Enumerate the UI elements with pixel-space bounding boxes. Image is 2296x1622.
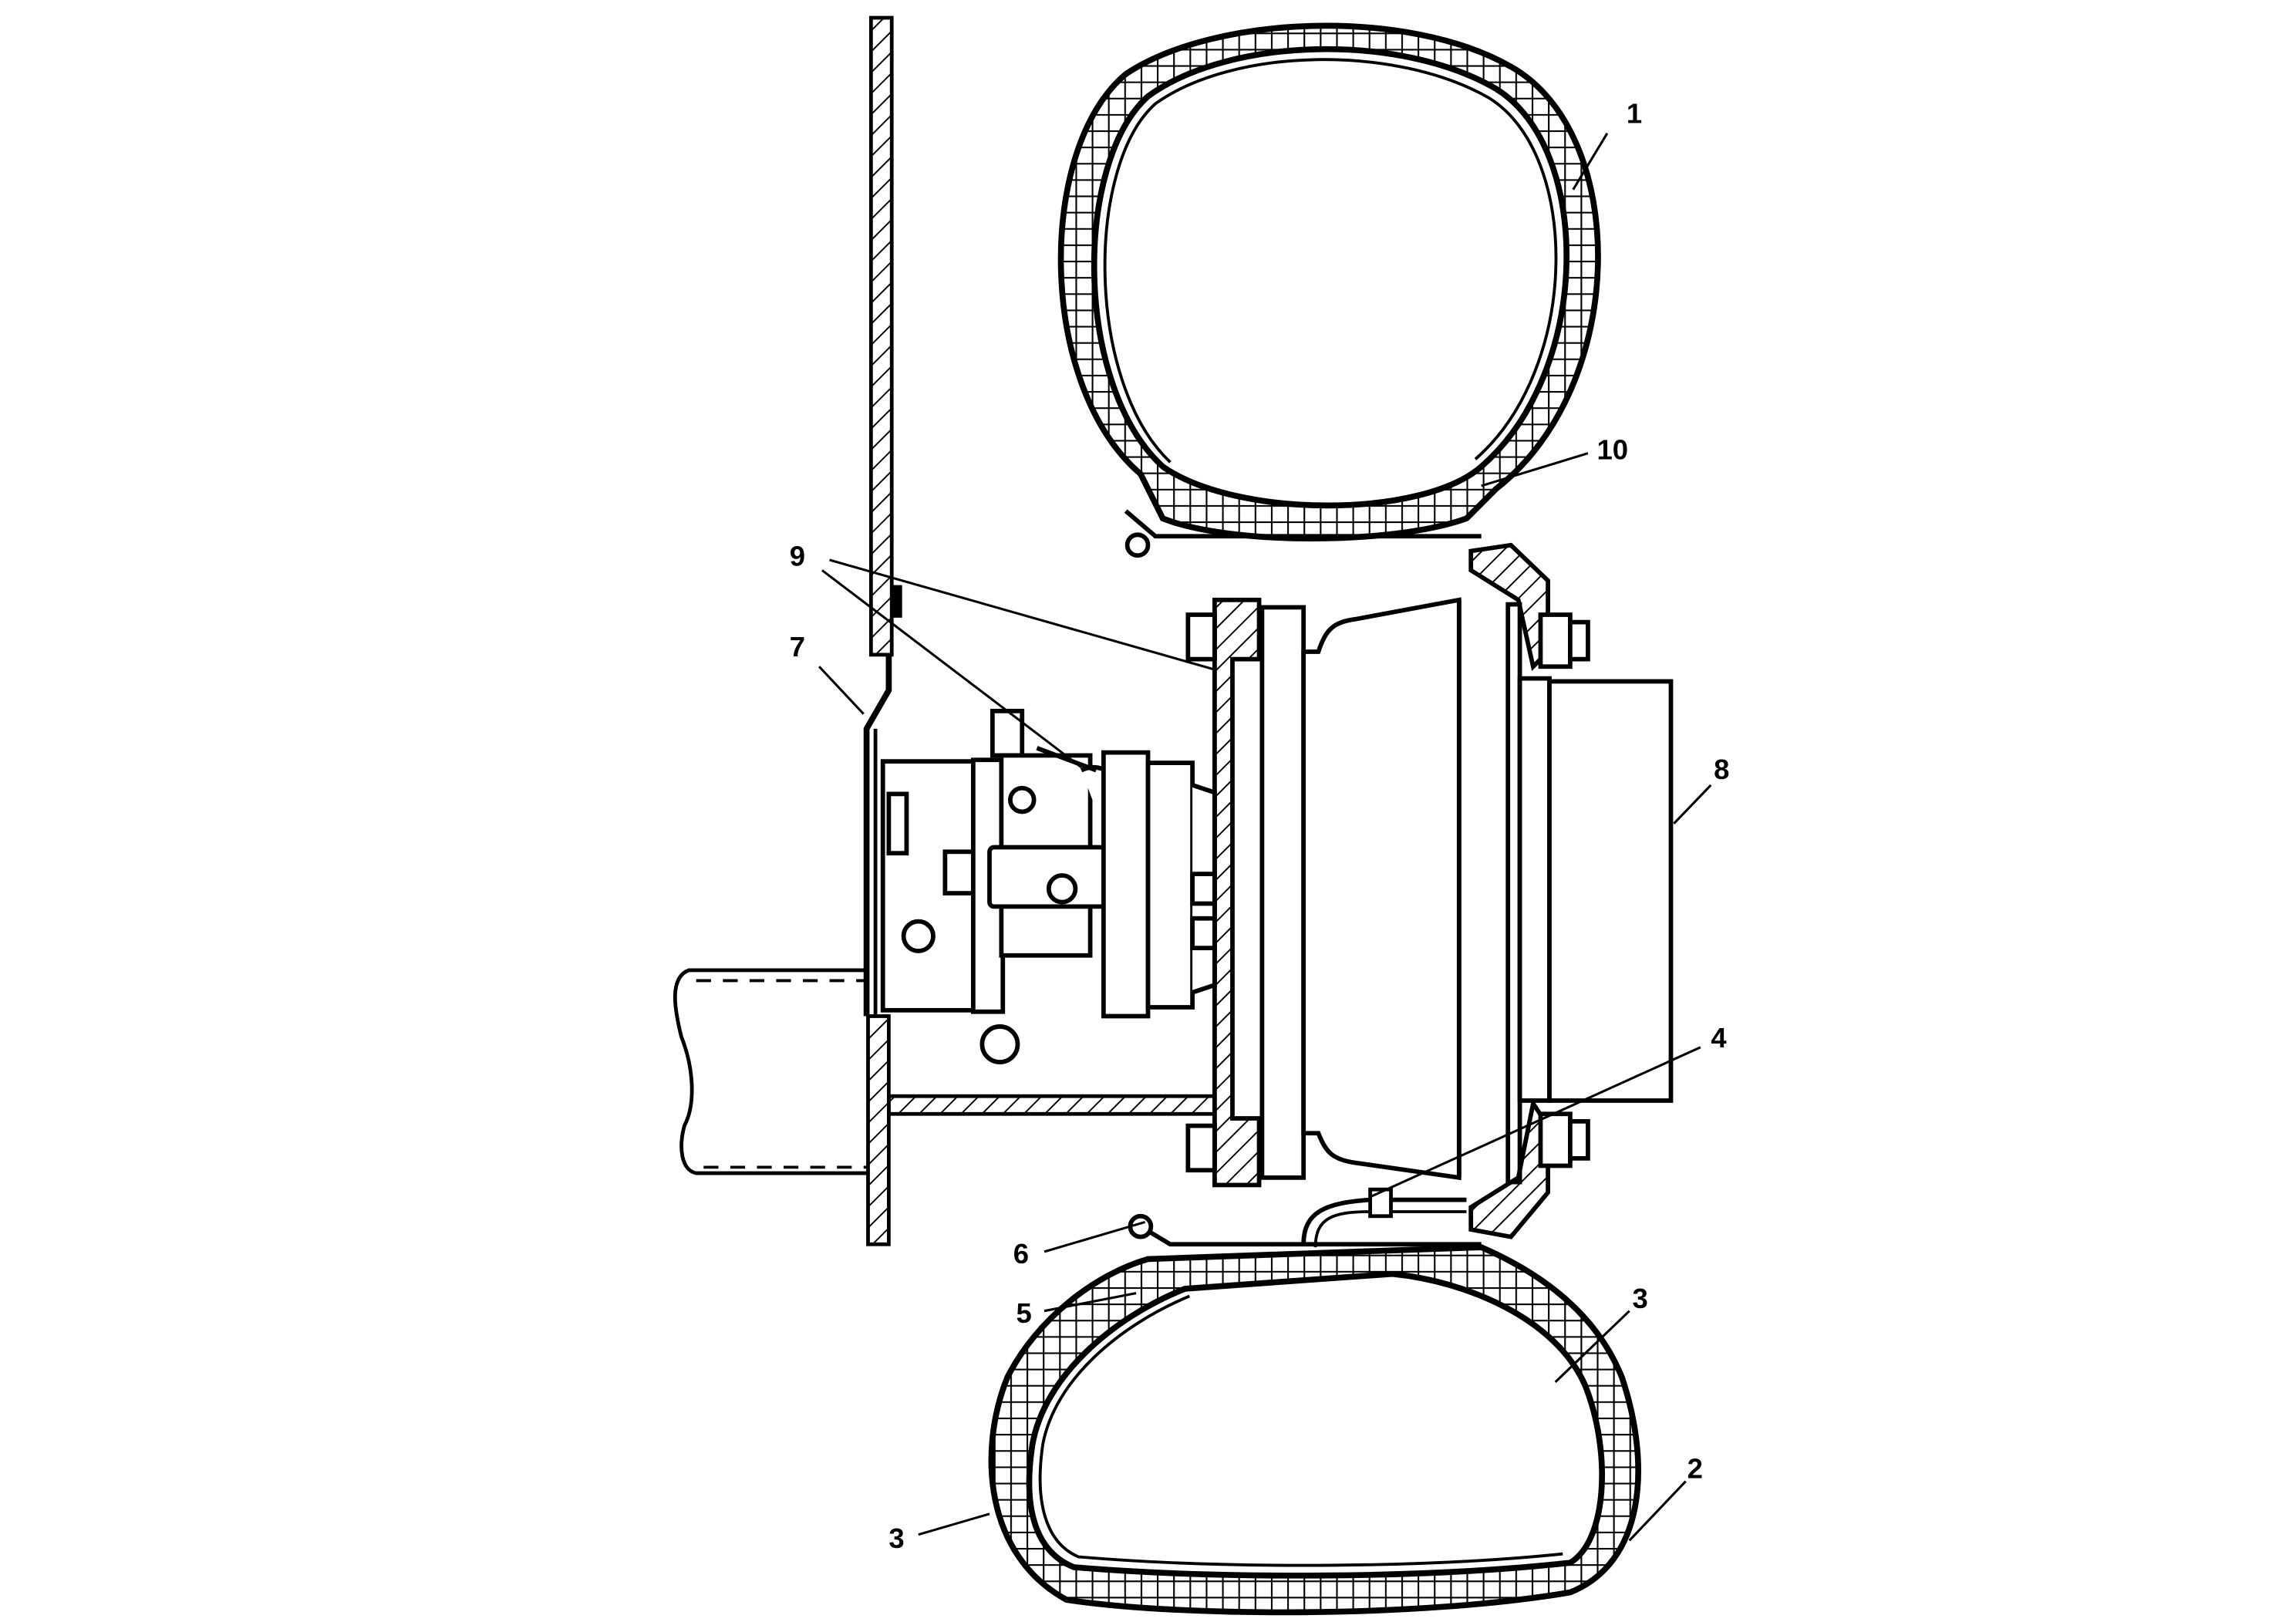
leader-3b <box>918 1512 990 1536</box>
leader-5 <box>1043 1292 1137 1313</box>
callout-label-3-upper: 3 <box>1633 1283 1648 1314</box>
callout-label-9: 9 <box>790 541 805 572</box>
callout-label-5: 5 <box>1017 1297 1032 1329</box>
lower-tire <box>988 1213 1641 1616</box>
callout-label-1: 1 <box>1627 97 1642 129</box>
callout-label-10: 10 <box>1596 433 1628 465</box>
leader-10 <box>1481 452 1589 487</box>
axle-tube <box>673 968 867 1175</box>
hydraulic-motor <box>880 708 1217 1064</box>
mounting-bracket <box>863 654 892 1017</box>
hub-flange <box>1185 597 1306 1188</box>
callout-label-3-lower: 3 <box>888 1523 904 1554</box>
leader-2 <box>1628 1480 1687 1542</box>
callout-label-6: 6 <box>1013 1238 1029 1270</box>
callout-label-2: 2 <box>1687 1453 1703 1485</box>
leader-9a <box>829 558 1215 671</box>
leader-7 <box>818 666 865 715</box>
support-beam <box>886 1094 1217 1116</box>
leader-6 <box>1043 1220 1146 1253</box>
callouts: 1 10 9 7 8 4 6 5 3 2 3 <box>790 97 1730 1554</box>
leader-3a <box>1554 1310 1630 1383</box>
valve-stem <box>1301 1187 1467 1248</box>
rim-bracket-top <box>1468 542 1590 671</box>
leader-4 <box>1369 1046 1701 1199</box>
leader-9b <box>821 569 1083 769</box>
callout-label-4: 4 <box>1711 1022 1727 1054</box>
rim-bracket-bottom <box>1468 1098 1590 1239</box>
leader-8 <box>1673 784 1712 824</box>
leader-1 <box>1572 133 1609 191</box>
upper-tire <box>1057 22 1601 558</box>
callout-label-8: 8 <box>1714 754 1729 785</box>
wheel-drum <box>1301 597 1674 1185</box>
chassis-plate <box>866 15 902 1246</box>
callout-label-7: 7 <box>790 631 805 663</box>
